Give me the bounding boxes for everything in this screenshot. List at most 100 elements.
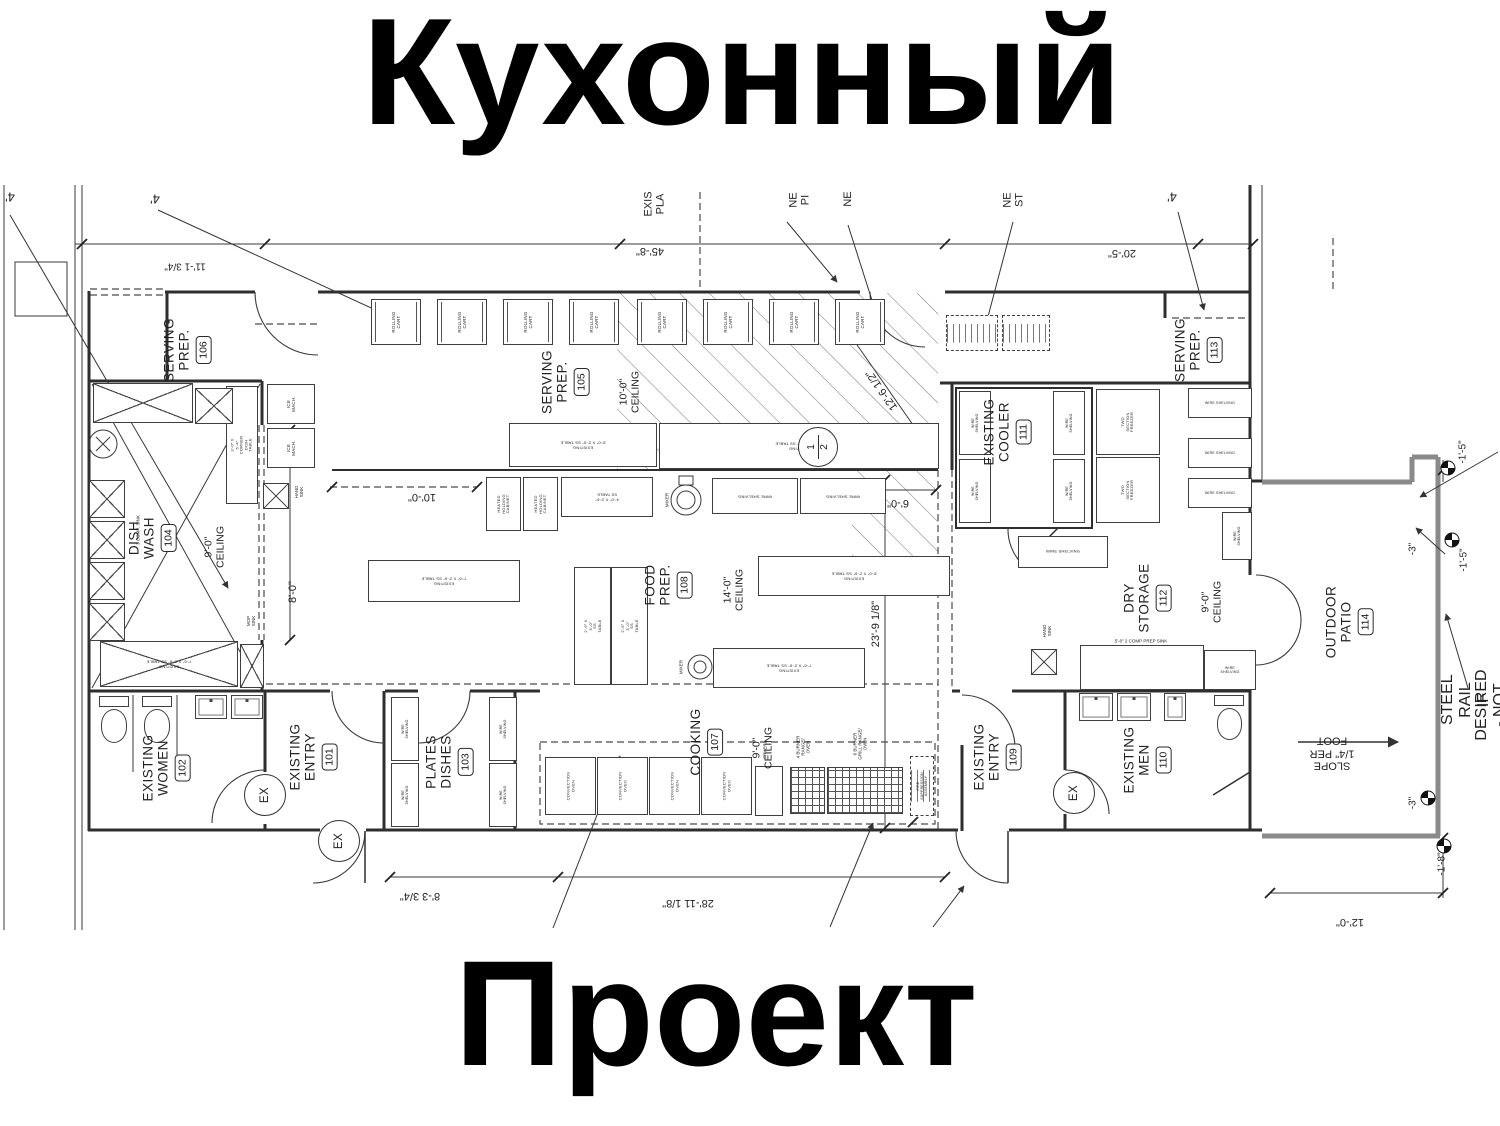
ceiling-height: 9'-0" CEILING [202, 525, 226, 569]
partial-label: NE [841, 191, 854, 207]
patio-walls [1262, 454, 1441, 839]
room-number: 114 [1357, 608, 1374, 636]
room-name: DISH WASH [126, 517, 157, 559]
equipment-label: HEATED HOLDING CABINET [495, 494, 510, 514]
equipment-label: WIRE SHELVING [498, 785, 507, 805]
equipment-label: CONVECTION OVEN [616, 771, 627, 801]
equipment-label: CONVECTION OVEN [564, 771, 575, 801]
room-name: EXISTING COOLER [981, 398, 1012, 466]
equipment-label: 3'-0" X 5'-4" CORNER DISH TABLE [229, 435, 253, 455]
equipment-wire: WIRE SHELVING [959, 459, 991, 523]
equipment-label: 3 COMP. SINK [135, 515, 141, 545]
equipment-label: MOP SINK [245, 615, 256, 627]
equipment-existing: EXISTING 7'-6" X 2'-6" SS TABLE [713, 648, 865, 688]
exit-badge: EX [1053, 772, 1095, 814]
equipment-existing: EXISTING 8'-0" X 2'-6" SS TABLE [758, 556, 950, 596]
fixture [1217, 708, 1242, 740]
fixture [1079, 693, 1113, 721]
equipment-label: ROLLING CART [522, 311, 533, 333]
equipment-convection: CONVECTION OVEN [545, 757, 596, 815]
room-number: 110 [1155, 746, 1172, 774]
equipment-label: ICE MACH. [285, 396, 296, 412]
equipment-label: ROLLING CART [722, 311, 733, 333]
equipment-wire-shelving: WIRE SHELVING [800, 478, 886, 514]
room-number: 109 [1005, 743, 1022, 771]
equipment-label: MIXER [664, 492, 670, 508]
partial-label: NE PI [787, 192, 812, 208]
equipment-label: TWO SECTION FREEZER [1120, 411, 1135, 433]
dimension: 28'-11 1/8" [662, 897, 714, 910]
exit-badge: EX [318, 820, 360, 862]
room-name: EXISTING ENTRY [971, 723, 1002, 791]
equipment-rolling: ROLLING CART [503, 299, 553, 345]
note-slope: SLOPE 1/4" PER FOOT [1309, 734, 1355, 772]
room-name: FOOD PREP. [642, 564, 673, 606]
room-number: 112 [1155, 584, 1172, 612]
title-bottom: Проект [454, 929, 978, 1097]
title-top: Кухонный [362, 0, 1122, 157]
room-number: 103 [457, 748, 474, 776]
equipment-label: WIRE SHELVING [498, 719, 507, 739]
room-number: 102 [174, 754, 191, 782]
equipment-label: EXISTING 8'-0" X 2'-6" SS TABLE [831, 572, 877, 582]
equipment-wire: WIRE SHELVING [489, 697, 517, 761]
fixture [1031, 649, 1057, 675]
equipment-label: MIXER [678, 659, 684, 675]
fixture [1002, 315, 1050, 351]
dimension: -1'-8" [1436, 852, 1448, 876]
ceiling-height: 14'-0" CEILING [721, 568, 745, 612]
room-name: OUTDOOR PATIO [1323, 585, 1354, 659]
fixture [93, 383, 193, 423]
equipment-label: ROLLING CART [788, 311, 799, 333]
equipment-wire: WIRE SHELVING [391, 697, 419, 761]
fixture [1214, 695, 1244, 706]
equipment-4-0-x-2-6-: 4'-0" X 2'-6" SS TABLE [561, 477, 653, 517]
equipment-heated: HEATED HOLDING CABINET [523, 477, 558, 531]
room-number: 105 [573, 368, 590, 396]
fixture [89, 480, 125, 518]
dimension: -1'-5" [1457, 440, 1469, 464]
room-number: 108 [676, 571, 693, 599]
equipment-label: FIRE SUPPRESSION ASSEMBLY [915, 772, 929, 800]
equipment-wire-shelving: WIRE SHELVING [1188, 438, 1252, 468]
equipment-wire-shelving: WIRE SHELVING [1188, 388, 1252, 418]
equipment-label: ROLLING CART [456, 311, 467, 333]
room-name: DRY STORAGE [1121, 563, 1152, 633]
equipment-label: WIRE SHELVING [1220, 665, 1240, 674]
room-label-108: FOOD PREP.108 [642, 564, 693, 606]
equipment-ice: ICE MACH. [267, 428, 315, 468]
equipment-label: 2'-6" X 5'-0" SS TABLE [582, 619, 602, 633]
equipment-wire: WIRE SHELVING [1053, 459, 1085, 523]
fixture [1164, 693, 1186, 721]
room-number: 101 [321, 743, 338, 771]
dimension: -1'-5" [1458, 548, 1470, 572]
equipment-label: ROLLING CART [588, 311, 599, 333]
equipment-wire: WIRE SHELVING [489, 763, 517, 827]
dimension: 8'-3 3/4" [399, 890, 441, 903]
equipment-heated: HEATED HOLDING CABINET [486, 477, 521, 531]
equipment-label: FRYER [762, 743, 768, 759]
equipment-wire-shelving: WIRE SHELVING [1188, 478, 1252, 508]
dimension: 23'-9 1/8" [869, 600, 882, 648]
equipment-rolling: ROLLING CART [703, 299, 753, 345]
equipment-label: CONVECTION OVEN [720, 771, 731, 801]
fixture [263, 483, 289, 509]
fixture [142, 696, 172, 707]
equipment-label: 2'-6" X 5'-0" SS TABLE [619, 619, 639, 633]
equipment-label: EXISTING 7'-6" X 2'-6" SS TABLE [766, 664, 812, 674]
fixture [195, 695, 227, 719]
equipment-label: TWO SECTION FREEZER [1120, 479, 1135, 501]
dimension: 12'-0" [1335, 916, 1365, 929]
room-name: PLATES DISHES [423, 735, 454, 789]
fixture [89, 562, 125, 600]
room-name: EXISTING WOMEN [140, 734, 171, 802]
fixture [827, 767, 903, 814]
equipment-label: WIRE SHELVING [1204, 450, 1236, 455]
equipment-label: WIRE SHELVING [400, 785, 409, 805]
equipment-label: WIRE SHELVING [1045, 548, 1081, 554]
equipment-convection: CONVECTION OVEN [701, 757, 752, 815]
